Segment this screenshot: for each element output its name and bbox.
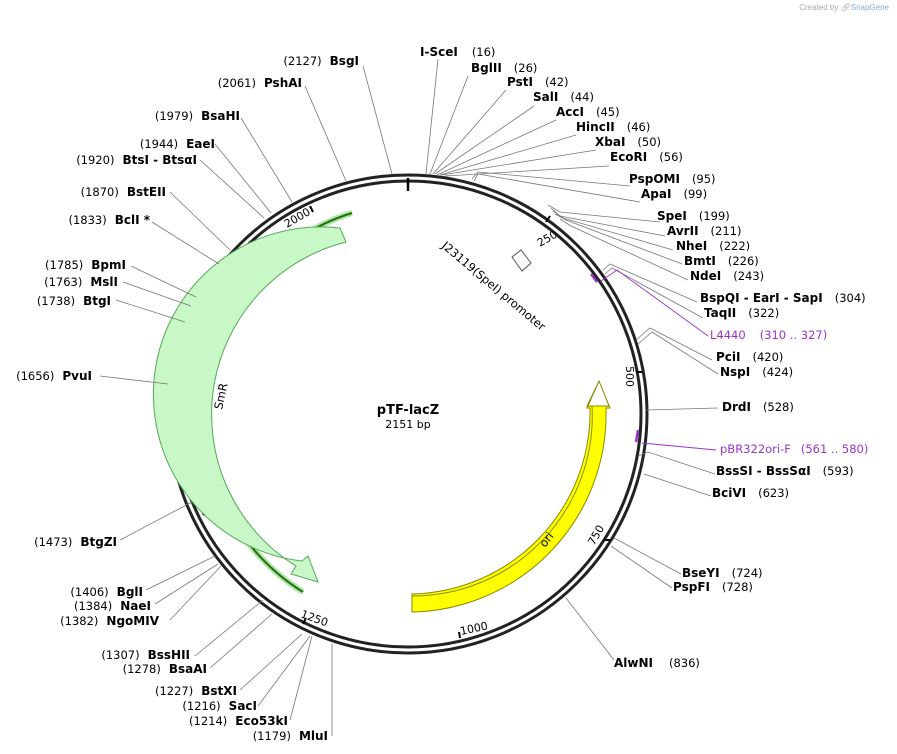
site-bcli: (1833)BclI * [68, 213, 150, 227]
site-sali: SalI(44) [533, 90, 594, 104]
site-bspqi: BspQI - EarI - SapI(304) [700, 291, 866, 305]
tick-250: 250 [535, 228, 560, 250]
site-xbai: XbaI(50) [595, 135, 661, 149]
tick-750: 750 [585, 523, 607, 548]
site-hincii: HincII(46) [576, 120, 650, 134]
tick-500: 500 [623, 366, 636, 387]
site-bglii: BglII(26) [471, 61, 537, 75]
site-pspomi: PspOMI(95) [629, 172, 716, 186]
promoter-label: J23119(SpeI) promoter [438, 238, 548, 334]
site-pshai: (2061)PshAI [218, 76, 302, 90]
primer-pbr322ori-f: pBR322ori-F(561 .. 580) [720, 442, 868, 456]
site-taqii: TaqII(322) [704, 306, 779, 320]
site-bsshii: (1307)BssHII [101, 648, 190, 662]
site-bsgi: (2127)BsgI [283, 54, 359, 68]
pbr322-leader [641, 442, 717, 451]
primer-labels: L4440(310 .. 327) pBR322ori-F(561 .. 580… [710, 328, 868, 456]
site-bpmi: (1785)BpmI [45, 258, 126, 272]
site-psti: PstI(42) [507, 75, 569, 89]
site-bsahi: (1979)BsaHI [155, 109, 240, 123]
site-labels-right: I-SceI(16) BglII(26) PstI(42) SalI(44) A… [420, 45, 866, 670]
site-nspi: NspI(424) [720, 365, 793, 379]
site-bsaai: (1278)BsaAI [123, 662, 207, 676]
site-nhei: NheI(222) [676, 239, 750, 253]
snapgene-logo-icon: 🔗︎ [840, 3, 851, 12]
tick-1000: 1000 [459, 619, 489, 638]
site-bsssi: BssSI - BssSαI(593) [716, 464, 854, 478]
plasmid-name: pTF-lacZ [377, 403, 439, 418]
l4440-primer-mark [590, 273, 598, 283]
ori-feature-arrow[interactable] [411, 379, 611, 613]
promoter-arrow-icon[interactable] [511, 249, 532, 272]
site-btgi: (1738)BtgI [37, 294, 111, 308]
site-btgzi: (1473)BtgZI [34, 535, 117, 549]
primer-l4440: L4440(310 .. 327) [710, 328, 827, 342]
smr-feature-arrow[interactable] [152, 226, 347, 583]
site-bsteii: (1870)BstEII [81, 185, 166, 199]
site-eaei: (1944)EaeI [140, 137, 215, 151]
site-apai: ApaI(99) [641, 187, 707, 201]
site-pcii: PciI(420) [716, 350, 783, 364]
site-ecori: EcoRI(56) [610, 150, 683, 164]
snapgene-credit: Created by 🔗︎SnapGene [799, 3, 889, 12]
site-avrii: AvrII(211) [667, 224, 741, 238]
pbr322-primer-mark [634, 429, 640, 443]
site-acci: AccI(45) [556, 105, 620, 119]
site-alwni: AlwNI(836) [614, 656, 700, 670]
smr-label: SmR [211, 382, 230, 411]
site-bmti: BmtI(226) [684, 254, 759, 268]
site-pvui: (1656)PvuI [16, 369, 92, 383]
plasmid-size: 2151 bp [385, 418, 430, 431]
site-mlui: (1179)MluI [253, 729, 328, 743]
site-eco53ki: (1214)Eco53kI [189, 714, 288, 728]
site-spei: SpeI(199) [657, 209, 730, 223]
site-drdi: DrdI(528) [722, 400, 794, 414]
site-btsi: (1920)BtsI - BtsαI [76, 153, 197, 167]
site-pspfi: PspFI(728) [673, 580, 753, 594]
l4440-leader [600, 269, 709, 337]
site-bstxi: (1227)BstXI [155, 684, 237, 698]
site-bcivi: BciVI(623) [712, 486, 789, 500]
leader-lines [99, 58, 719, 736]
site-saci: (1216)SacI [182, 699, 257, 713]
site-bgli: (1406)BglI [70, 585, 143, 599]
site-labels-left: (2127)BsgI (2061)PshAI (1979)BsaHI (1944… [16, 54, 359, 743]
site-ngomiv: (1382)NgoMIV [60, 614, 160, 628]
site-msli: (1763)MslI [44, 275, 118, 289]
site-naei: (1384)NaeI [74, 599, 151, 613]
site-iscei: I-SceI(16) [420, 45, 495, 59]
site-ndei: NdeI(243) [690, 269, 764, 283]
site-bseyi: BseYI(724) [682, 566, 763, 580]
